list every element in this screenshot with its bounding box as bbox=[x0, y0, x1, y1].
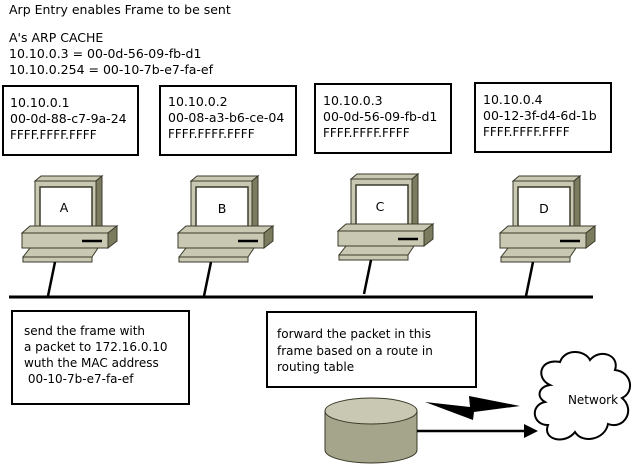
host-ip: 10.10.0.3 bbox=[323, 93, 383, 108]
arp-cache-heading: A's ARP CACHE bbox=[9, 30, 103, 45]
computer-label: B bbox=[218, 201, 227, 216]
note-line: wuth the MAC address bbox=[24, 356, 159, 370]
host-mac: 00-08-a3-b6-ce-04 bbox=[168, 110, 284, 125]
host-mac: 00-0d-88-c7-9a-24 bbox=[10, 111, 127, 126]
host-broadcast: FFFF.FFFF.FFFF bbox=[483, 125, 570, 139]
diagram-title: Arp Entry enables Frame to be sent bbox=[9, 2, 231, 17]
host-broadcast: FFFF.FFFF.FFFF bbox=[323, 126, 410, 140]
host-ip: 10.10.0.1 bbox=[10, 95, 70, 110]
host-box-c: 10.10.0.3 00-0d-56-09-fb-d1 FFFF.FFFF.FF… bbox=[314, 83, 452, 154]
network-cloud-icon: Network bbox=[533, 351, 631, 441]
note-line: send the frame with bbox=[24, 324, 145, 338]
host-broadcast: FFFF.FFFF.FFFF bbox=[168, 127, 255, 141]
host-broadcast: FFFF.FFFF.FFFF bbox=[10, 128, 97, 142]
computer-a-icon: A bbox=[20, 174, 119, 298]
note-line: routing table bbox=[277, 360, 354, 374]
computer-c-icon: C bbox=[336, 172, 435, 296]
computer-label: A bbox=[60, 200, 69, 215]
note-line: frame based on a route in bbox=[277, 344, 433, 358]
arp-cache: A's ARP CACHE 10.10.0.3 = 00-0d-56-09-fb… bbox=[9, 30, 214, 77]
host-mac: 00-12-3f-d4-6d-1b bbox=[483, 108, 597, 123]
computer-d-icon: D bbox=[498, 174, 597, 298]
computer-label: C bbox=[376, 199, 385, 214]
host-ip: 10.10.0.2 bbox=[168, 94, 228, 109]
send-note: send the frame with a packet to 172.16.0… bbox=[11, 310, 190, 405]
computer-b-icon: B bbox=[176, 174, 275, 298]
note-line: a packet to 172.16.0.10 bbox=[24, 340, 168, 354]
cloud-label: Network bbox=[568, 393, 618, 407]
host-mac: 00-0d-56-09-fb-d1 bbox=[323, 109, 437, 124]
note-line: 00-10-7b-e7-fa-ef bbox=[24, 372, 134, 386]
host-box-b: 10.10.0.2 00-08-a3-b6-ce-04 FFFF.FFFF.FF… bbox=[159, 85, 297, 156]
arrow-to-network-icon bbox=[417, 424, 538, 438]
arp-cache-entry: 10.10.0.3 = 00-0d-56-09-fb-d1 bbox=[9, 46, 201, 61]
host-ip: 10.10.0.4 bbox=[483, 92, 543, 107]
router-icon bbox=[324, 397, 418, 464]
arp-cache-entry: 10.10.0.254 = 00-10-7b-e7-fa-ef bbox=[9, 62, 214, 77]
serial-link-icon bbox=[425, 396, 520, 420]
router-note: forward the packet in this frame based o… bbox=[266, 311, 477, 388]
host-box-d: 10.10.0.4 00-12-3f-d4-6d-1b FFFF.FFFF.FF… bbox=[474, 82, 612, 153]
host-box-a: 10.10.0.1 00-0d-88-c7-9a-24 FFFF.FFFF.FF… bbox=[2, 85, 139, 156]
computer-label: D bbox=[539, 201, 549, 216]
note-line: forward the packet in this bbox=[277, 327, 431, 341]
